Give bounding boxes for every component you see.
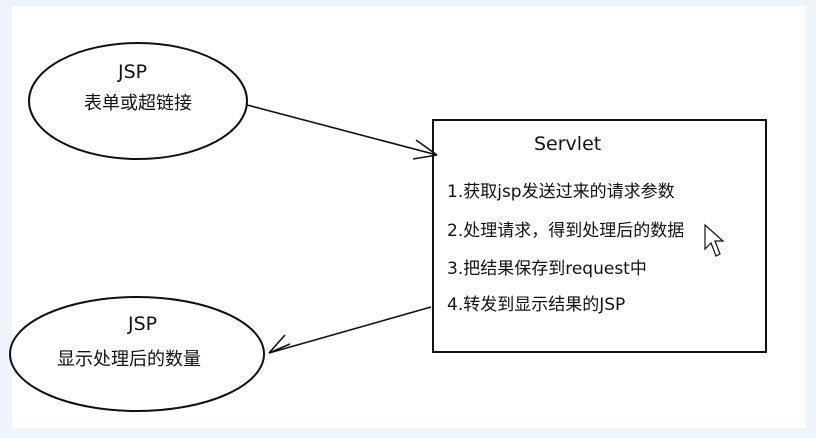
servlet-step-1: 1.获取jsp发送过来的请求参数 (447, 182, 675, 202)
diagram-canvas (12, 6, 806, 428)
jsp-input-title: JSP (118, 61, 148, 83)
request-arrow (246, 104, 438, 160)
servlet-box (432, 119, 767, 353)
servlet-step-4: 4.转发到显示结果的JSP (447, 295, 626, 315)
jsp-output-subtitle: 显示处理后的数量 (57, 349, 201, 370)
jsp-output-ellipse (9, 296, 265, 412)
jsp-input-ellipse (28, 42, 248, 160)
jsp-input-subtitle: 表单或超链接 (84, 93, 192, 114)
forward-arrow (268, 306, 432, 354)
servlet-title: Servlet (534, 133, 602, 155)
jsp-output-title: JSP (128, 313, 158, 335)
servlet-step-2: 2.处理请求，得到处理后的数据 (447, 221, 685, 241)
servlet-step-3: 3.把结果保存到request中 (447, 259, 647, 279)
mouse-cursor-icon (704, 223, 725, 257)
